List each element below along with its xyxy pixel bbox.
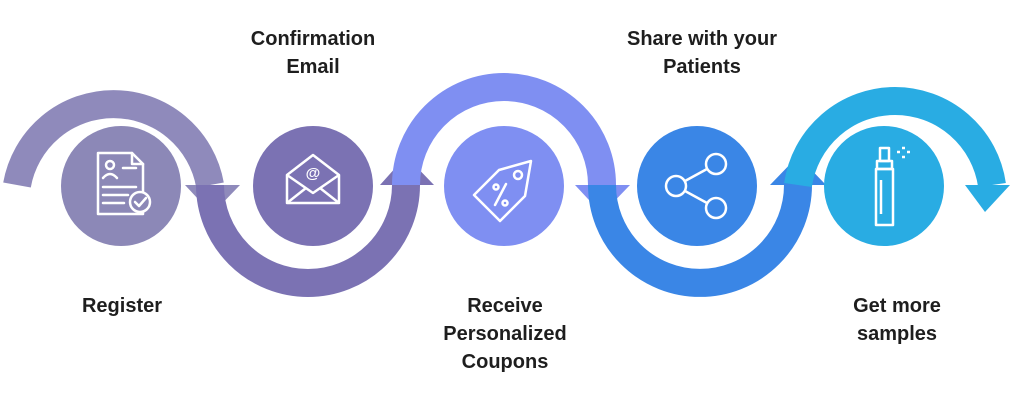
svg-text:@: @ xyxy=(306,165,321,182)
step-5-label: Get more samples xyxy=(853,295,941,345)
arc-5 xyxy=(784,86,1010,212)
step-3-label: Receive Personalized Coupons xyxy=(443,295,567,373)
step-1-label: Register xyxy=(81,295,163,317)
envelope-at-icon: @ xyxy=(285,153,341,205)
step-1-circle xyxy=(61,126,181,246)
spray-bottle-icon xyxy=(874,146,910,227)
document-check-icon xyxy=(96,151,152,216)
step-4-circle xyxy=(637,126,757,246)
step-5-circle xyxy=(824,126,944,246)
step-2-label: Confirmation Email xyxy=(250,28,376,78)
step-2-circle: @ xyxy=(253,126,373,246)
step-4-label: Share with your Patients xyxy=(626,28,778,78)
price-tag-icon xyxy=(472,159,533,223)
share-icon xyxy=(664,152,728,220)
step-3-circle xyxy=(444,126,564,246)
